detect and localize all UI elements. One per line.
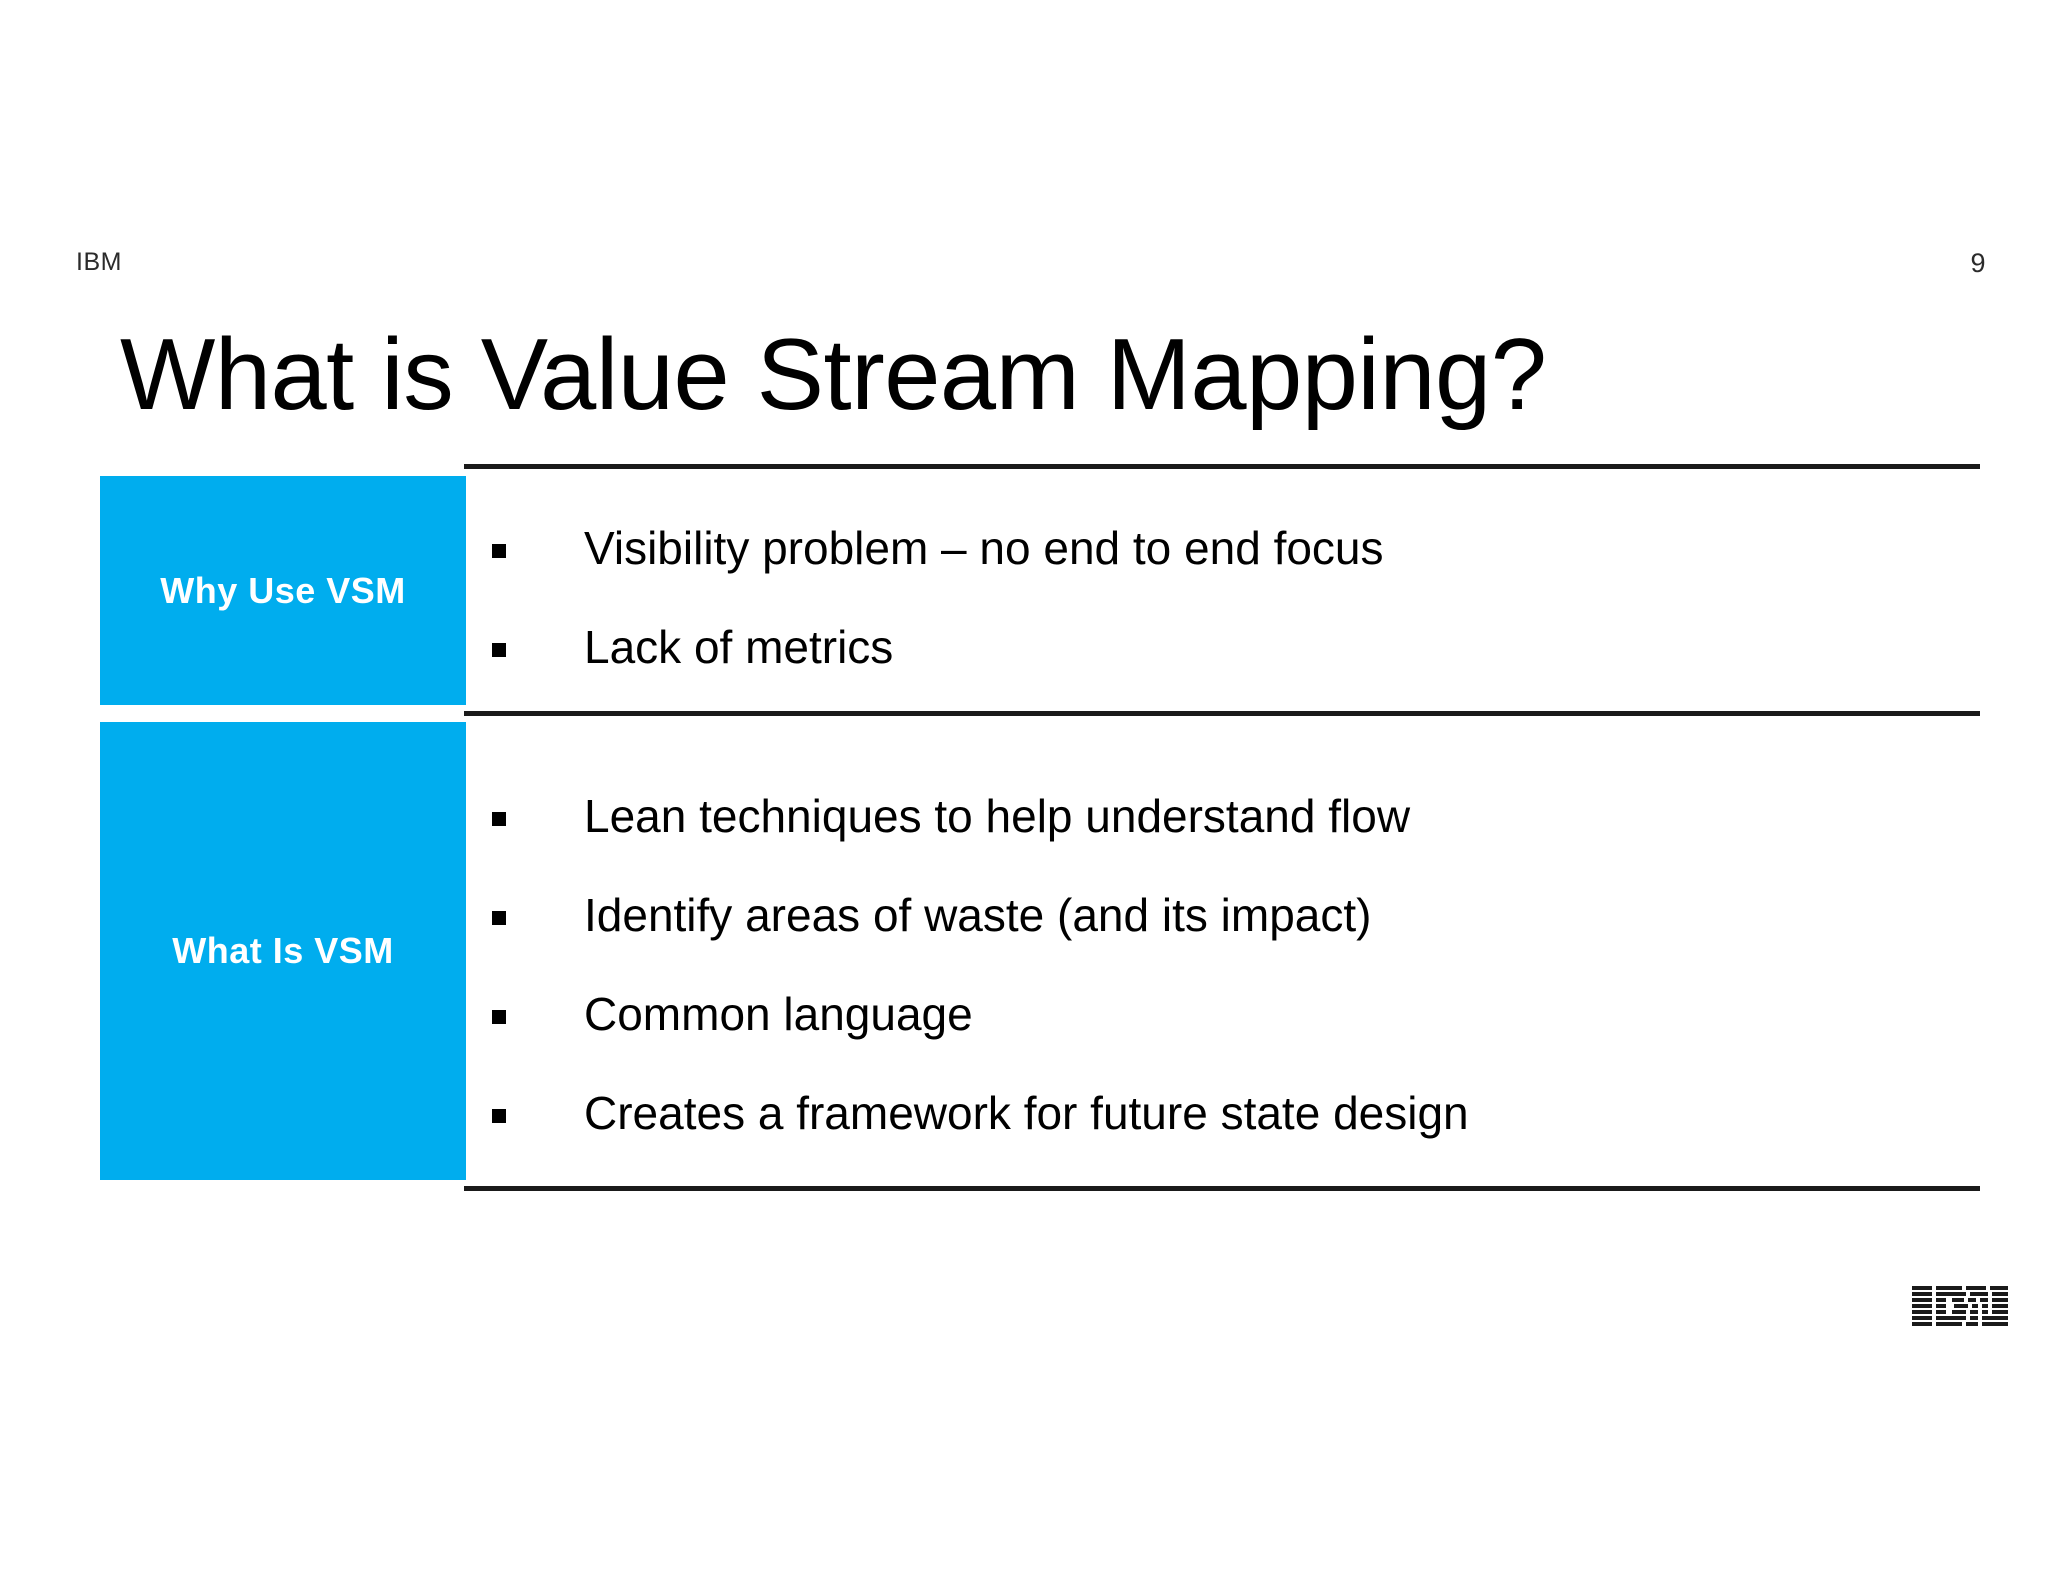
- divider-bottom: [464, 1186, 1980, 1191]
- bullet-list-what-is-vsm: Lean techniques to help understand flow …: [492, 790, 1982, 1140]
- list-item-label: Visibility problem – no end to end focus: [584, 522, 1384, 574]
- list-item-label: Lack of metrics: [584, 620, 894, 673]
- square-bullet-icon: [492, 544, 506, 558]
- divider-top: [464, 464, 1980, 469]
- page-number: 9: [1970, 248, 1986, 278]
- list-item: Creates a framework for future state des…: [492, 1087, 1982, 1140]
- bullet-list-why-use-vsm: Visibility problem – no end to end focus…: [492, 522, 1982, 674]
- list-item: Identify areas of waste (and its impact): [492, 889, 1982, 942]
- list-item: Lack of metrics: [492, 621, 1982, 674]
- list-item-label: Common language: [584, 987, 973, 1040]
- list-item: Common language: [492, 988, 1982, 1041]
- ibm-logo-icon: [1912, 1286, 2008, 1330]
- list-item: Visibility problem – no end to end focus: [492, 522, 1982, 575]
- square-bullet-icon: [492, 1009, 506, 1024]
- divider-middle: [464, 711, 1980, 716]
- square-bullet-icon: [492, 812, 506, 826]
- category-block-why-use-vsm: Why Use VSM: [100, 476, 466, 705]
- list-item-label: Creates a framework for future state des…: [584, 1086, 1469, 1139]
- square-bullet-icon: [492, 910, 506, 925]
- square-bullet-icon: [492, 1108, 506, 1123]
- category-block-what-is-vsm: What Is VSM: [100, 722, 466, 1180]
- list-item-label: Identify areas of waste (and its impact): [584, 888, 1372, 941]
- list-item-label: Lean techniques to help understand flow: [584, 790, 1411, 842]
- square-bullet-icon: [492, 642, 506, 657]
- list-item: Lean techniques to help understand flow: [492, 790, 1982, 843]
- brand-mark: IBM: [76, 248, 122, 276]
- page-title: What is Value Stream Mapping?: [120, 319, 1547, 431]
- category-label: Why Use VSM: [160, 569, 406, 611]
- category-label: What Is VSM: [172, 930, 394, 971]
